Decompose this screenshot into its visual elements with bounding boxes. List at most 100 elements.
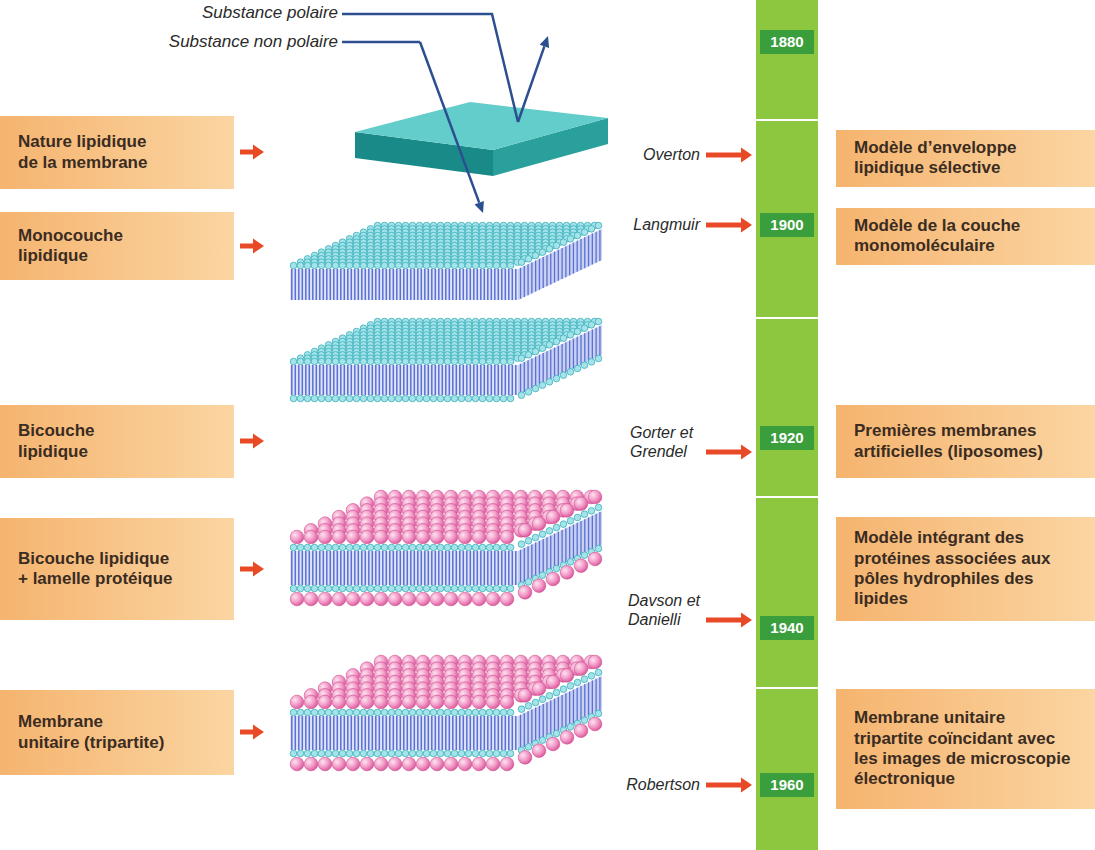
lipid-head <box>567 236 574 243</box>
lipid-head <box>567 683 574 690</box>
lipid-head <box>525 703 532 710</box>
lipid-head <box>458 544 465 551</box>
protein-sphere <box>402 592 416 606</box>
lipid-head <box>304 395 311 402</box>
lipid-tail <box>505 365 507 395</box>
lipid-head <box>339 750 346 757</box>
lipid-tail <box>599 230 600 261</box>
lipid-head <box>465 750 472 757</box>
lipid-head <box>444 750 451 757</box>
lipid-head <box>430 544 437 551</box>
lipid-head <box>395 709 402 716</box>
lipid-tail <box>592 516 593 550</box>
lipid-head <box>518 355 525 362</box>
lipid-tail <box>584 519 585 553</box>
pointer-arrow-head <box>253 434 264 449</box>
protein-sphere <box>430 695 444 709</box>
lipid-head <box>311 544 318 551</box>
lipid-head <box>507 358 514 365</box>
lipid-tail <box>442 551 444 585</box>
lipid-tail <box>595 328 596 358</box>
lipid-tail <box>312 269 314 300</box>
lipid-tail <box>524 548 525 582</box>
lipid-head <box>486 750 493 757</box>
lipid-tail <box>407 269 409 300</box>
lipid-tail <box>302 551 304 585</box>
lipid-head <box>560 239 567 246</box>
lipid-tail <box>375 716 377 750</box>
lipid-tail <box>351 551 353 585</box>
lipid-head <box>332 750 339 757</box>
lipid-head <box>304 585 311 592</box>
year-label: 1920 <box>770 429 803 447</box>
lipid-tail <box>535 543 536 577</box>
pointer-arrow <box>240 562 264 577</box>
lipid-tail <box>435 269 437 300</box>
protein-sphere <box>546 737 560 751</box>
lipid-head <box>581 325 588 332</box>
lipid-head <box>451 750 458 757</box>
lipid-tail <box>456 269 458 300</box>
polar-arrow <box>518 36 549 122</box>
lipid-tail <box>573 243 574 274</box>
lipid-head <box>500 750 507 757</box>
lipid-tail <box>569 244 570 275</box>
lipid-head <box>444 358 451 365</box>
lipid-tail <box>438 551 440 585</box>
lipid-head <box>560 335 567 342</box>
lipid-head <box>493 709 500 716</box>
concept-box: Bicouche lipidique <box>0 405 234 478</box>
lipid-tail <box>531 544 532 578</box>
lipid-tails-side <box>518 325 602 395</box>
lipid-tail <box>386 551 388 585</box>
lipid-tail <box>372 269 374 300</box>
lipid-tail <box>512 269 514 300</box>
protein-sphere <box>402 530 416 544</box>
lipid-tail <box>520 550 521 584</box>
lipid-tail <box>535 357 536 387</box>
lipid-tail <box>550 349 551 379</box>
year-tab: 1940 <box>760 616 814 640</box>
lipid-head <box>304 262 311 269</box>
lipid-head <box>311 358 318 365</box>
lipid-head <box>458 395 465 402</box>
lipid-head <box>423 709 430 716</box>
lipid-tail <box>305 365 307 395</box>
lipid-tail <box>445 269 447 300</box>
lipid-tail <box>543 539 544 573</box>
lipid-head <box>402 709 409 716</box>
lipid-tail <box>527 711 528 745</box>
lipid-tail <box>527 264 528 295</box>
lipid-head <box>402 750 409 757</box>
timeline-divider <box>756 496 818 498</box>
lipid-head <box>430 262 437 269</box>
lipid-tail <box>484 551 486 585</box>
lipid-tail <box>463 551 465 585</box>
lipid-head <box>595 669 602 676</box>
lipid-head <box>567 518 574 525</box>
lipid-tail <box>480 551 482 585</box>
lipid-tail <box>333 716 335 750</box>
lipid-head <box>472 544 479 551</box>
protein-sphere <box>588 717 602 731</box>
lipid-tail <box>428 365 430 395</box>
lipid-head <box>588 226 595 233</box>
lipid-tail <box>470 716 472 750</box>
lipid-tail <box>505 716 507 750</box>
lipid-tail <box>316 551 318 585</box>
lipid-head <box>311 395 318 402</box>
lipid-head <box>423 750 430 757</box>
lipid-head <box>525 352 532 359</box>
pointer-arrow-head <box>741 778 752 793</box>
lipid-head <box>318 750 325 757</box>
lipid-head <box>325 262 332 269</box>
lipid-head <box>423 262 430 269</box>
lipid-tail <box>452 551 454 585</box>
protein-sphere <box>500 592 514 606</box>
lipid-head <box>500 262 507 269</box>
lipid-tail <box>477 716 479 750</box>
lipid-tail <box>452 365 454 395</box>
pointer-arrow-shaft <box>240 150 253 155</box>
lipid-head <box>402 544 409 551</box>
lipid-tail <box>372 551 374 585</box>
